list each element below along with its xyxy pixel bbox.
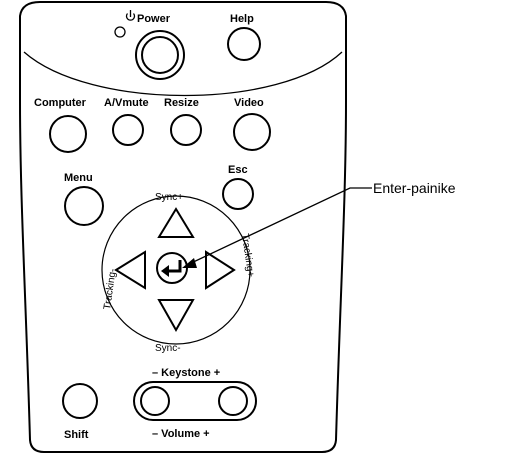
avmute-button[interactable] bbox=[112, 114, 144, 146]
enter-callout-leader bbox=[186, 187, 372, 266]
power-button[interactable] bbox=[135, 30, 185, 80]
arrow-down-icon[interactable] bbox=[157, 299, 195, 333]
top-panel-divider bbox=[23, 51, 343, 97]
arrow-right-icon[interactable] bbox=[205, 250, 236, 290]
keystone-volume-minus-button[interactable] bbox=[140, 386, 170, 416]
power-label: Power bbox=[137, 13, 171, 25]
shift-button[interactable] bbox=[62, 383, 98, 419]
enter-callout-label: Enter-painike bbox=[373, 180, 456, 196]
tracking-minus-label: Tracking- bbox=[102, 268, 119, 310]
avmute-label: A/Vmute bbox=[104, 97, 149, 109]
remote-body bbox=[19, 1, 347, 453]
power-indicator-led bbox=[114, 26, 126, 38]
keystone-volume-housing bbox=[133, 381, 257, 421]
sync-plus-label: Sync+ bbox=[155, 192, 183, 203]
esc-button[interactable] bbox=[222, 178, 254, 210]
volume-label: – Volume + bbox=[152, 428, 210, 440]
menu-label: Menu bbox=[64, 172, 93, 184]
enter-callout-arrowhead bbox=[182, 258, 197, 268]
sync-minus-label: Sync- bbox=[155, 343, 181, 354]
navigation-ring bbox=[101, 195, 251, 345]
keystone-volume-plus-button[interactable] bbox=[218, 386, 248, 416]
enter-return-icon bbox=[161, 260, 182, 277]
esc-label: Esc bbox=[228, 164, 248, 176]
resize-label: Resize bbox=[164, 97, 199, 109]
keystone-label: – Keystone + bbox=[152, 367, 220, 379]
resize-button[interactable] bbox=[170, 114, 202, 146]
help-label: Help bbox=[230, 13, 254, 25]
power-icon bbox=[125, 10, 136, 21]
video-label: Video bbox=[234, 97, 264, 109]
shift-label: Shift bbox=[64, 429, 89, 441]
help-button[interactable] bbox=[227, 27, 261, 61]
video-button[interactable] bbox=[233, 113, 271, 151]
menu-button[interactable] bbox=[64, 186, 104, 226]
computer-button[interactable] bbox=[49, 115, 87, 153]
arrow-left-icon[interactable] bbox=[114, 250, 146, 290]
computer-label: Computer bbox=[34, 97, 87, 109]
arrow-up-icon[interactable] bbox=[157, 207, 195, 238]
power-button-inner bbox=[141, 36, 179, 74]
